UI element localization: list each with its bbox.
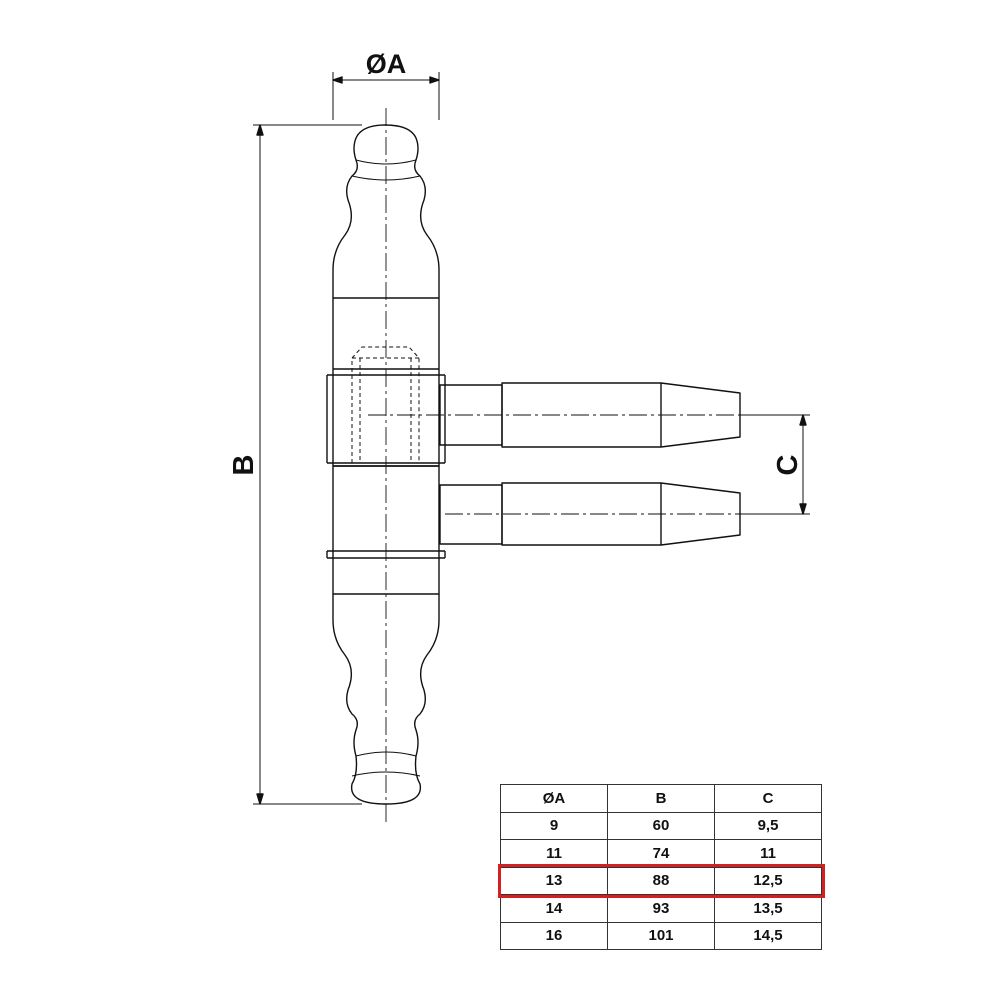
table-row: 14 93 13,5 bbox=[500, 894, 822, 923]
table-cell: 93 bbox=[607, 894, 715, 923]
centerlines bbox=[368, 108, 775, 825]
table-cell: 13,5 bbox=[714, 894, 822, 923]
top-finial bbox=[332, 124, 440, 298]
table-cell: 9,5 bbox=[714, 811, 822, 840]
table-row: 11 74 11 bbox=[500, 839, 822, 868]
dimension-a-label: ØA bbox=[366, 49, 407, 79]
table-cell: 11 bbox=[714, 839, 822, 868]
table-cell: 14,5 bbox=[714, 921, 822, 950]
table-cell: 16 bbox=[500, 921, 608, 950]
dimension-table: ØA B C 9 60 9,5 11 74 11 13 88 12,5 14 9… bbox=[500, 784, 822, 950]
table-header-diameter: ØA bbox=[500, 784, 608, 813]
table-cell: 9 bbox=[500, 811, 608, 840]
table-cell: 74 bbox=[607, 839, 715, 868]
table-row: 9 60 9,5 bbox=[500, 811, 822, 840]
table-row-highlighted: 13 88 12,5 bbox=[500, 866, 822, 895]
table-cell: 88 bbox=[607, 866, 715, 895]
table-header-height: B bbox=[607, 784, 715, 813]
table-cell: 12,5 bbox=[714, 866, 822, 895]
table-row: 16 101 14,5 bbox=[500, 921, 822, 950]
table-cell: 13 bbox=[500, 866, 608, 895]
table-cell: 11 bbox=[500, 839, 608, 868]
dimension-c-label: C bbox=[772, 454, 804, 475]
table-cell: 60 bbox=[607, 811, 715, 840]
dimension-b-label: B bbox=[228, 455, 260, 476]
table-header-row: ØA B C bbox=[500, 784, 822, 813]
dimension-a bbox=[332, 72, 440, 120]
table-header-spacing: C bbox=[714, 784, 822, 813]
table-cell: 14 bbox=[500, 894, 608, 923]
table-cell: 101 bbox=[607, 921, 715, 950]
dimension-b bbox=[253, 124, 362, 805]
